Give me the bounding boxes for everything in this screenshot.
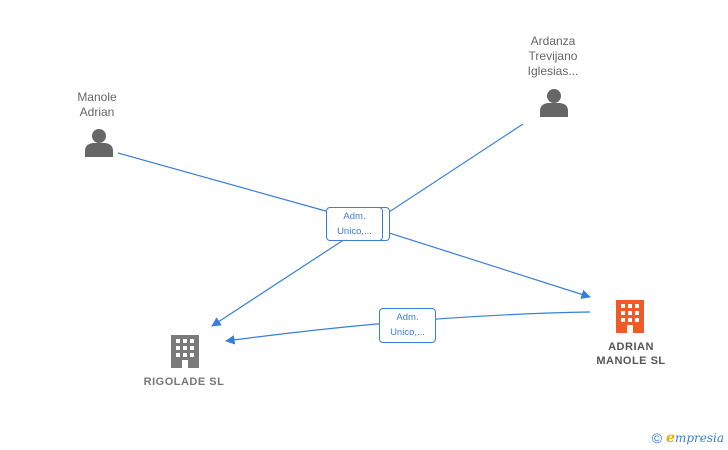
copyright-icon: ©: [651, 430, 663, 446]
edge-hub-to-adrian-sl: [379, 229, 591, 299]
edge-label-adm-unico-lower[interactable]: Adm. Unico,...: [379, 308, 436, 343]
edge-hub-to-rigolade: [211, 238, 346, 327]
building-icon: [616, 300, 644, 333]
empresia-watermark: © empresia: [652, 430, 724, 446]
brand-logo: empresia: [666, 430, 724, 446]
building-icon: [171, 335, 199, 368]
edge-label-adm-unico-center[interactable]: Adm. Unico,...: [326, 207, 383, 241]
person-icon: [85, 129, 113, 157]
node-ardanza-trevijano[interactable]: Ardanza Trevijano Iglesias...: [527, 34, 579, 78]
edge-manole-to-hub: [117, 152, 341, 216]
person-icon: [540, 89, 568, 117]
node-adrian-manole-sl[interactable]: ADRIAN MANOLE SL: [596, 341, 666, 367]
node-manole-adrian[interactable]: Manole Adrian: [77, 90, 117, 119]
node-rigolade-sl[interactable]: RIGOLADE SL: [143, 376, 225, 388]
edge-ardanza-to-hub: [379, 123, 524, 219]
